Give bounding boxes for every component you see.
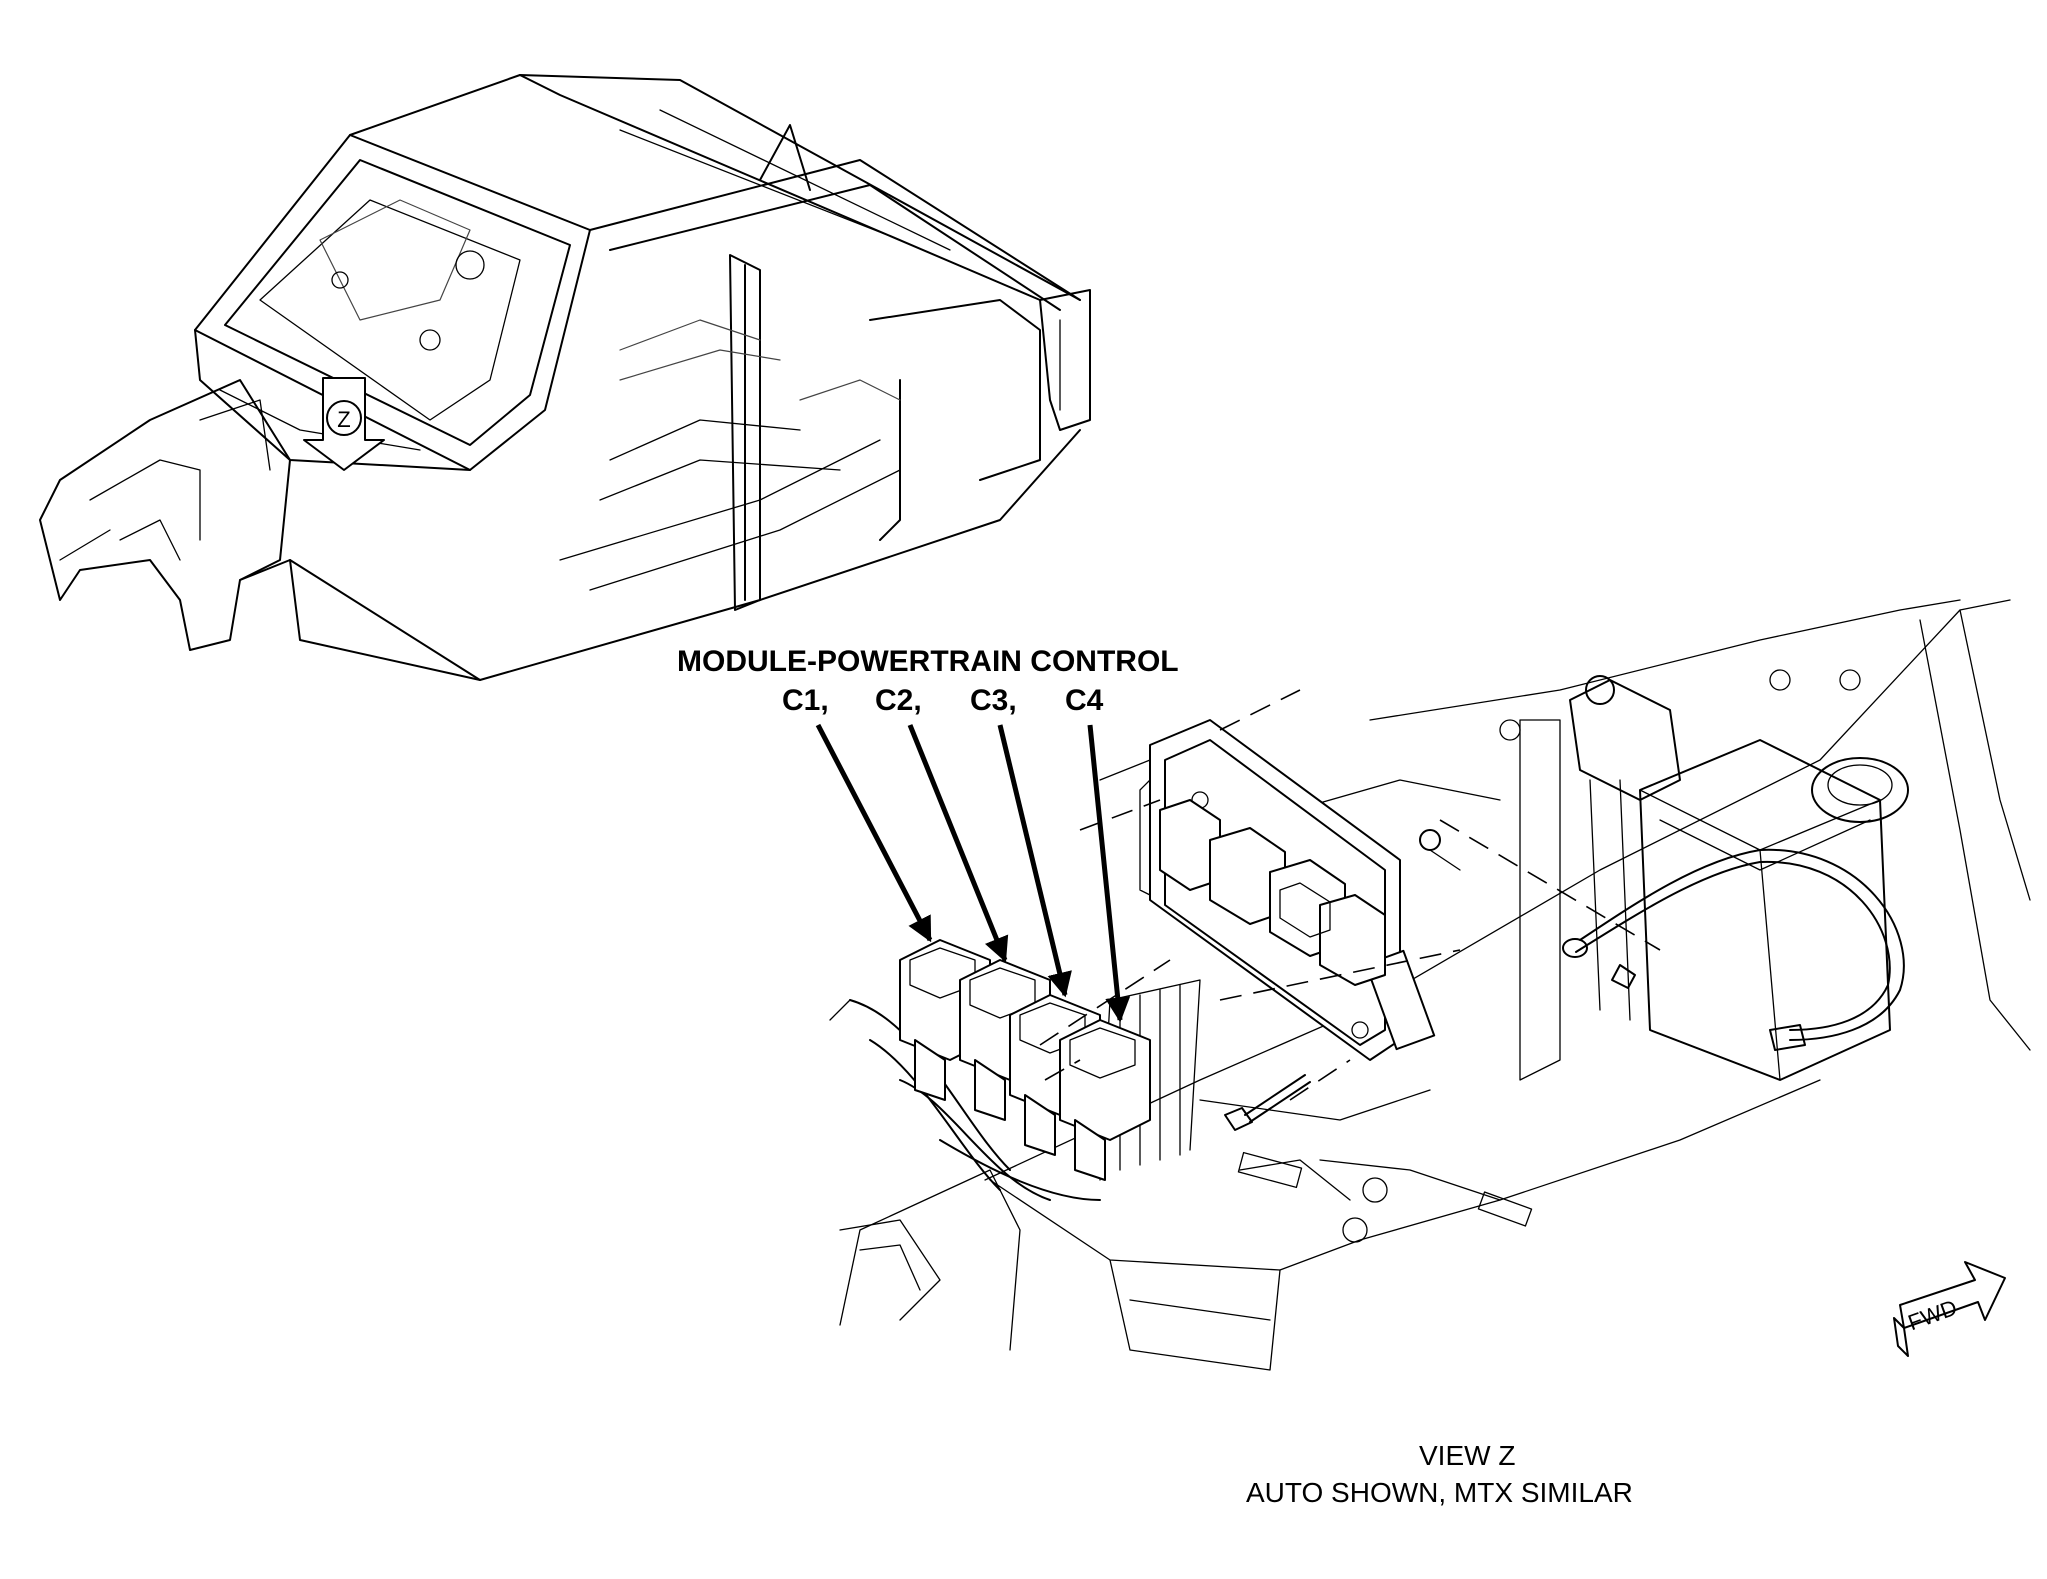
leader-c2: [907, 724, 1009, 963]
leader-c1: [815, 723, 933, 943]
connector-label-c2: C2,: [875, 684, 922, 717]
connector-label-c4: C4: [1065, 684, 1104, 717]
leader-arrows: [815, 723, 1131, 1023]
fwd-direction-badge: FWD: [1893, 1261, 2006, 1357]
vehicle-body-illustration: [39, 74, 1091, 681]
connector-set: [899, 939, 1151, 1181]
view-z-marker: Z: [303, 377, 385, 471]
engine-bay-illustration: [829, 599, 2031, 1371]
view-marker-letter: Z: [337, 407, 350, 432]
connector-c4: [1059, 1019, 1151, 1181]
mounting-bolt: [1224, 1074, 1311, 1131]
view-caption-note: AUTO SHOWN, MTX SIMILAR: [1246, 1477, 1633, 1508]
view-caption-title: VIEW Z: [1419, 1440, 1516, 1471]
connector-label-c3: C3,: [970, 684, 1017, 717]
alignment-lines: [1039, 689, 1661, 1101]
leader-c4: [1087, 724, 1131, 1023]
powertrain-control-module: [1099, 719, 1436, 1061]
callout-title: MODULE-POWERTRAIN CONTROL: [677, 645, 1179, 678]
leader-c3: [997, 724, 1072, 998]
connector-label-c1: C1,: [782, 684, 829, 717]
